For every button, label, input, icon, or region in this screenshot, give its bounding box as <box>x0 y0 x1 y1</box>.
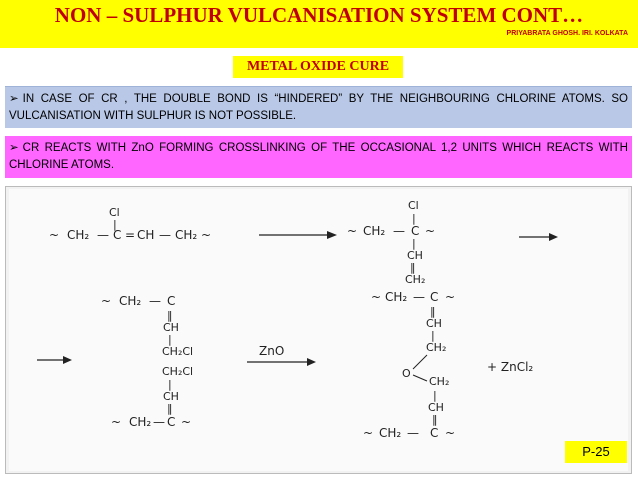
double-bond: ‖ <box>432 413 438 426</box>
ch2-label: CH₂ <box>429 375 449 388</box>
slide-title: NON – SULPHUR VULCANISATION SYSTEM CONT… <box>54 3 584 27</box>
ch-label: CH <box>163 390 179 403</box>
bullet-point-1: ➢IN CASE OF CR , THE DOUBLE BOND IS “HIN… <box>5 86 632 128</box>
bond-dash: — <box>149 294 161 308</box>
ch2-label: CH₂ <box>405 273 425 286</box>
bond-dash: — <box>393 224 405 238</box>
ch2-label: CH₂ <box>119 294 141 308</box>
ch2-label: CH₂ <box>67 228 89 242</box>
single-bond: | <box>168 333 172 346</box>
crosslinked-product: ~ CH₂ — C ~ ‖ CH | CH₂ O CH₂ | CH ‖ ~ CH… <box>363 290 455 440</box>
bond-dash: — <box>97 228 109 242</box>
tilde: ~ <box>363 426 373 440</box>
reaction-scheme-svg: ~ CH₂ — C = CH — CH₂ ~ Cl | ~ CH₂ — C <box>37 199 558 440</box>
ether-bond <box>412 374 428 382</box>
ch2-label: CH₂ <box>175 228 197 242</box>
single-bond: | <box>412 212 416 225</box>
bullet-arrow-icon: ➢ <box>9 93 19 105</box>
byproduct-label: + ZnCl₂ <box>487 360 533 374</box>
bond-dash: — <box>413 290 425 304</box>
single-bond: | <box>431 329 435 342</box>
bond-dash: — <box>153 415 165 429</box>
tilde: ~ <box>347 224 357 238</box>
ch-label: CH <box>426 317 442 330</box>
single-bond: | <box>168 378 172 391</box>
ch-label: CH <box>163 321 179 334</box>
arrow-head-icon <box>327 231 337 239</box>
ch2-label: CH₂ <box>379 426 401 440</box>
single-bond: | <box>412 237 416 250</box>
tilde: ~ <box>445 426 455 440</box>
ch-label: CH <box>137 228 154 242</box>
ch-label: CH <box>407 249 423 262</box>
ch2cl-label: CH₂Cl <box>162 345 193 358</box>
pendant-vinyl-unit: ~ CH₂ — C ~ Cl | | CH ‖ CH₂ <box>347 199 435 286</box>
chloroprene-unit: ~ CH₂ — C = CH — CH₂ ~ Cl | <box>49 206 211 242</box>
bullet-arrow-icon: ➢ <box>9 142 19 154</box>
double-bond: = <box>125 228 135 242</box>
c-label: C <box>430 290 438 304</box>
arrow-head-icon <box>549 233 558 241</box>
double-bond: ‖ <box>167 309 173 322</box>
ch2cl-label: CH₂Cl <box>162 365 193 378</box>
reactant-chains: ~ CH₂ — C ‖ CH | CH₂Cl CH₂Cl | CH ‖ ~ CH… <box>101 294 193 429</box>
ch-label: CH <box>428 401 444 414</box>
ch2-label: CH₂ <box>385 290 407 304</box>
author-credit: PRIYABRATA GHOSH. IRI. KOLKATA <box>506 30 628 37</box>
ch2-label: CH₂ <box>426 341 446 354</box>
arrow-head-icon <box>307 358 316 366</box>
c-label: C <box>167 294 175 308</box>
page-number-badge: P-25 <box>565 441 627 463</box>
c-label: C <box>430 426 438 440</box>
tilde: ~ <box>49 228 59 242</box>
tilde: ~ <box>371 290 381 304</box>
c-label: C <box>113 228 121 242</box>
reaction-diagram: ~ CH₂ — C = CH — CH₂ ~ Cl | ~ CH₂ — C <box>5 186 632 474</box>
ch2-label: CH₂ <box>363 224 385 238</box>
tilde: ~ <box>181 415 191 429</box>
section-subtitle: METAL OXIDE CURE <box>233 56 403 78</box>
double-bond: ‖ <box>410 261 416 274</box>
title-bar <box>0 0 638 48</box>
tilde: ~ <box>425 224 435 238</box>
double-bond: ‖ <box>430 305 436 318</box>
tilde: ~ <box>445 290 455 304</box>
arrow-head-icon <box>63 356 72 364</box>
single-bond: | <box>433 389 437 402</box>
bullet-text-1: IN CASE OF CR , THE DOUBLE BOND IS “HIND… <box>9 93 628 122</box>
ch2-label: CH₂ <box>129 415 151 429</box>
reagent-label: ZnO <box>259 344 284 358</box>
ether-bond <box>412 354 428 370</box>
bond-dash: — <box>407 426 419 440</box>
bullet-text-2: CR REACTS WITH ZnO FORMING CROSSLINKING … <box>9 142 628 171</box>
c-label: C <box>167 415 175 429</box>
double-bond: ‖ <box>167 402 173 415</box>
tilde: ~ <box>201 228 211 242</box>
cl-label: Cl <box>408 199 419 212</box>
cl-label: Cl <box>109 206 120 219</box>
c-label: C <box>411 224 419 238</box>
diagram-canvas: ~ CH₂ — C = CH — CH₂ ~ Cl | ~ CH₂ — C <box>9 189 628 471</box>
bond-dash: — <box>159 228 171 242</box>
tilde: ~ <box>101 294 111 308</box>
oxygen-label: O <box>402 367 411 380</box>
bullet-point-2: ➢CR REACTS WITH ZnO FORMING CROSSLINKING… <box>5 136 632 178</box>
single-bond: | <box>113 218 117 231</box>
tilde: ~ <box>111 415 121 429</box>
